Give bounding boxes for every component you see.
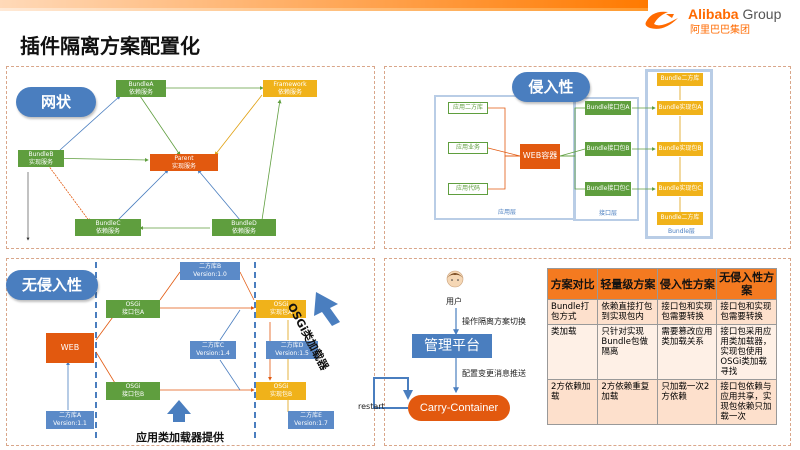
table-cell: 接口包依赖与应用共享，实现包依赖只加载一次 bbox=[716, 379, 777, 425]
iface-b-box: Bundle接口包B bbox=[585, 142, 631, 156]
table-cell: 2方依赖加载 bbox=[546, 379, 599, 425]
table-header-row: 方案对比 轻量级方案 侵入性方案 无侵入性方案 bbox=[546, 268, 777, 300]
impl-b-box: Bundle实现包B bbox=[657, 142, 703, 156]
app-lib-box: 应用二方库 bbox=[448, 102, 488, 114]
nonintrusive-pill: 无侵入性 bbox=[6, 270, 98, 300]
app-classloader-label: 应用类加载器提供 bbox=[136, 431, 224, 444]
table-cell: 需要篡改应用类加载关系 bbox=[657, 324, 718, 380]
carry-container-box[interactable]: Carry-Container bbox=[408, 395, 510, 421]
table-cell: 接口包和实现包需要转换 bbox=[657, 299, 718, 325]
user-icon bbox=[446, 270, 464, 288]
alibaba-logo-icon bbox=[645, 11, 678, 29]
push-label: 配置变更消息推送 bbox=[462, 369, 526, 378]
user-avatar bbox=[446, 270, 464, 290]
alibaba-logo: Alibaba Group 阿里巴巴集团 bbox=[644, 6, 792, 36]
table-header-cell: 无侵入性方案 bbox=[716, 268, 777, 300]
switch-label: 操作隔离方案切换 bbox=[462, 317, 526, 326]
quadrant-config bbox=[384, 258, 791, 446]
iface-a-box: Bundle接口包A bbox=[585, 101, 631, 115]
impl-lib-bottom-box: Bundle二方库 bbox=[657, 212, 703, 225]
table-cell: 只加载一次2方依赖 bbox=[657, 379, 718, 425]
area-bundle-layer: Bundle层 bbox=[645, 69, 713, 239]
table-header-cell: 侵入性方案 bbox=[657, 268, 718, 300]
web-box: WEB bbox=[46, 333, 94, 363]
app-code-box: 应用代码 bbox=[448, 183, 488, 195]
table-cell: 接口包采用应用类加载器，实现包使用OSGi类加载寻找 bbox=[716, 324, 777, 380]
admin-platform-box[interactable]: 管理平台 bbox=[412, 334, 492, 358]
brand-cn: 阿里巴巴集团 bbox=[690, 25, 750, 36]
brand-name: Alibaba Group bbox=[688, 6, 782, 22]
table-header-cell: 方案对比 bbox=[546, 268, 599, 300]
table-cell: 依赖直接打包到实现包内 bbox=[597, 299, 659, 325]
quadrant-intrusive bbox=[384, 66, 791, 249]
table-cell: 只针对实现Bundle包做隔离 bbox=[597, 324, 659, 380]
table-row: 2方依赖加载 2方依赖重复加载 只加载一次2方依赖 接口包依赖与应用共享，实现包… bbox=[546, 379, 777, 425]
app-business-box: 应用业务 bbox=[448, 142, 488, 154]
table-header-cell: 轻量级方案 bbox=[597, 268, 659, 300]
impl-lib-top-box: Bundle二方库 bbox=[657, 73, 703, 86]
quadrant-nonintrusive bbox=[6, 258, 375, 446]
comparison-table: 方案对比 轻量级方案 侵入性方案 无侵入性方案 Bundle打包方式 依赖直接打… bbox=[546, 268, 777, 425]
table-row: Bundle打包方式 依赖直接打包到实现包内 接口包和实现包需要转换 接口包和实… bbox=[546, 299, 777, 325]
table-cell: 2方依赖重复加载 bbox=[597, 379, 659, 425]
table-cell: 类加载 bbox=[546, 324, 599, 380]
impl-c-box: Bundle实现包C bbox=[657, 182, 703, 196]
mesh-pill: 网状 bbox=[16, 87, 96, 117]
user-label: 用户 bbox=[446, 297, 462, 306]
page-title: 插件隔离方案配置化 bbox=[20, 34, 200, 58]
quadrant-mesh bbox=[6, 66, 375, 249]
iface-c-box: Bundle接口包C bbox=[585, 182, 631, 196]
restart-label: restart bbox=[358, 402, 385, 411]
table-cell: Bundle打包方式 bbox=[546, 299, 599, 325]
top-decor-bar bbox=[0, 0, 648, 22]
web-container-box: WEB容器 bbox=[520, 144, 560, 169]
table-cell: 接口包和实现包需要转换 bbox=[716, 299, 777, 325]
area-interface-layer: 接口层 bbox=[573, 97, 639, 221]
impl-a-box: Bundle实现包A bbox=[657, 101, 703, 115]
table-row: 类加载 只针对实现Bundle包做隔离 需要篡改应用类加载关系 接口包采用应用类… bbox=[546, 324, 777, 380]
intrusive-pill: 侵入性 bbox=[512, 72, 590, 102]
